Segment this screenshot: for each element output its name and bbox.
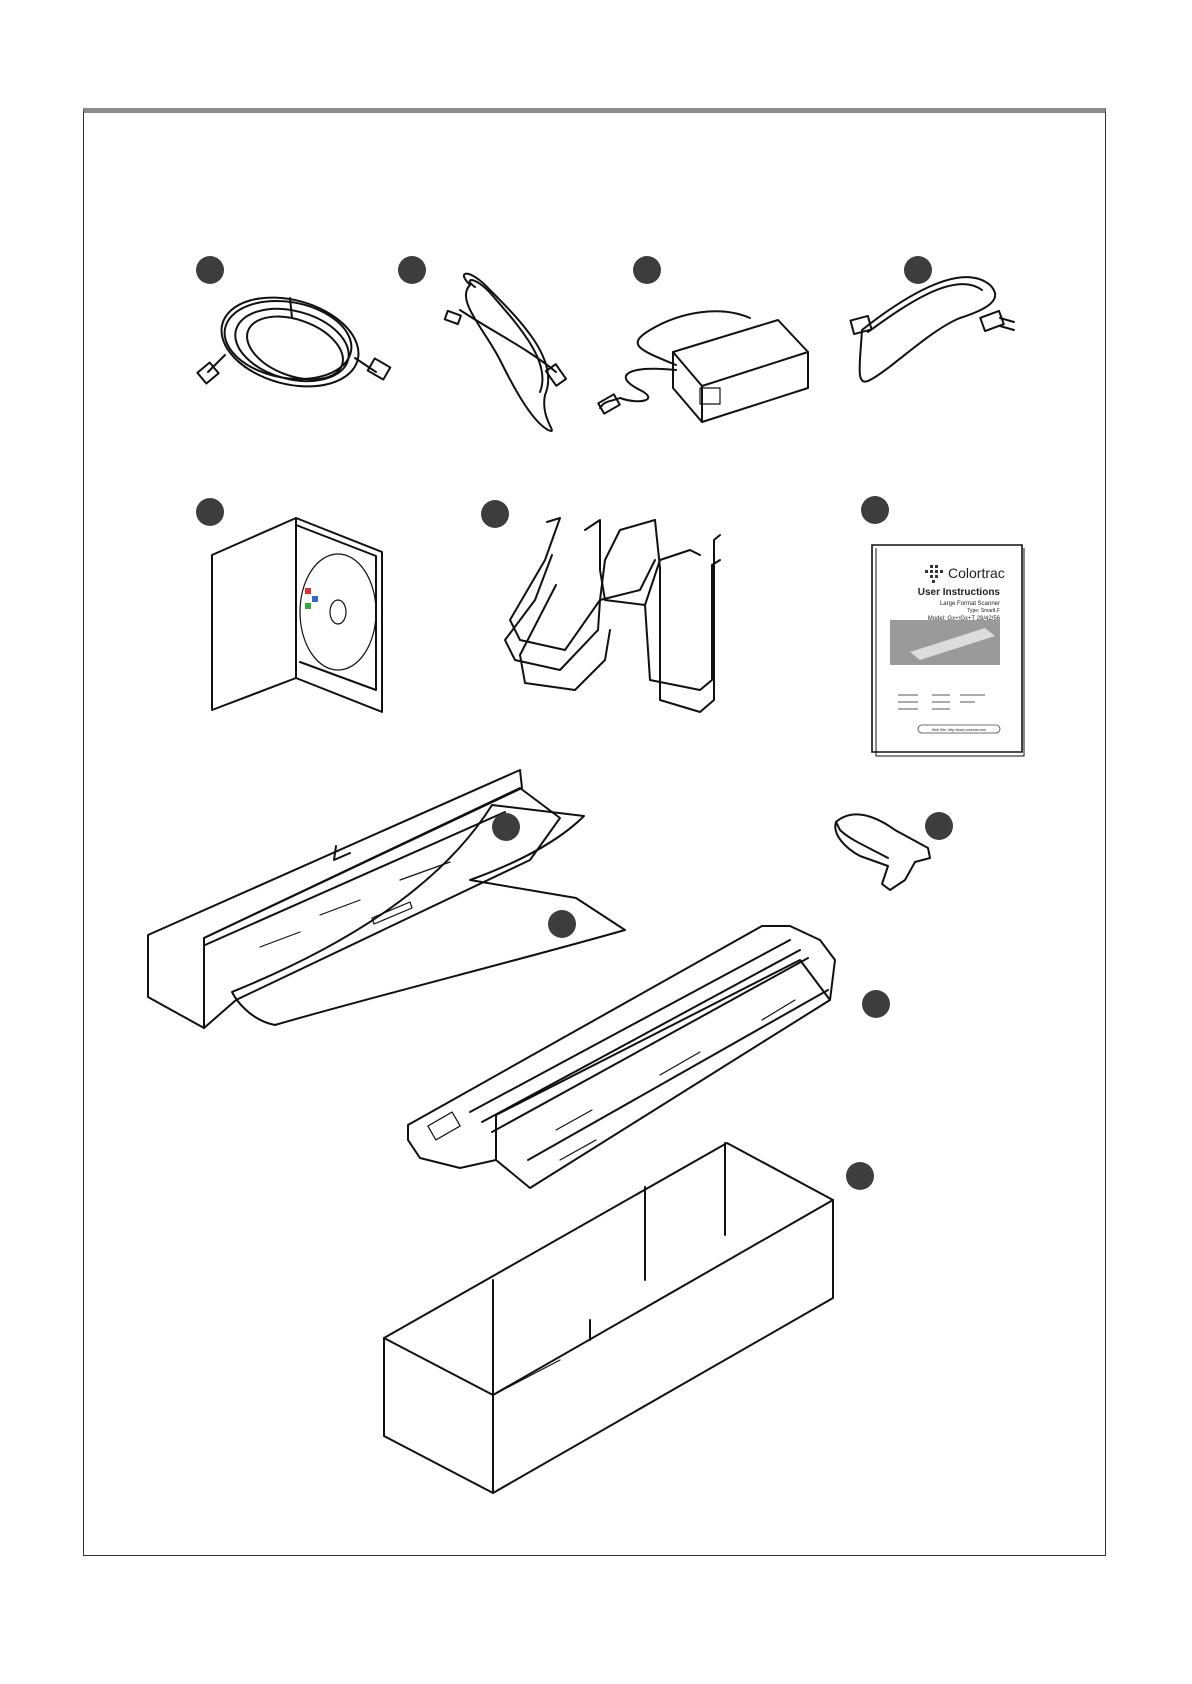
manual-title: User Instructions	[918, 587, 1001, 598]
item-4-marker	[904, 256, 932, 284]
cd-folder-icon	[212, 518, 382, 712]
item-2-marker	[398, 256, 426, 284]
item-1-marker	[196, 256, 224, 284]
usb-cable-icon	[445, 274, 566, 431]
manual-type-line: Type: SmartLF	[967, 608, 1000, 614]
item-11-marker	[862, 990, 890, 1018]
power-adapter-icon	[598, 311, 808, 422]
item-6-marker	[481, 500, 509, 528]
plastic-clip-icon	[835, 814, 930, 890]
packing-foam-icon	[148, 770, 560, 1028]
manual-brand: Colortrac	[948, 565, 1005, 581]
power-cord-icon	[850, 277, 1014, 381]
user-manual-icon: Colortrac User Instructions Large Format…	[872, 545, 1024, 756]
item-3-marker	[633, 256, 661, 284]
item-12-marker	[846, 1162, 874, 1190]
item-5-marker	[196, 498, 224, 526]
item-7-marker	[861, 496, 889, 524]
ethernet-cable-icon	[197, 283, 390, 400]
item-10-marker	[925, 812, 953, 840]
wire-paper-guides-icon	[505, 518, 720, 712]
manual-web-line: Web Site: http://www.colortrac.com	[932, 728, 986, 732]
scanner-icon	[408, 926, 835, 1188]
shipping-box-icon	[384, 1143, 833, 1493]
item-9-marker	[548, 910, 576, 938]
manual-subtitle: Large Format Scanner	[940, 601, 1000, 607]
item-8-marker	[492, 813, 520, 841]
